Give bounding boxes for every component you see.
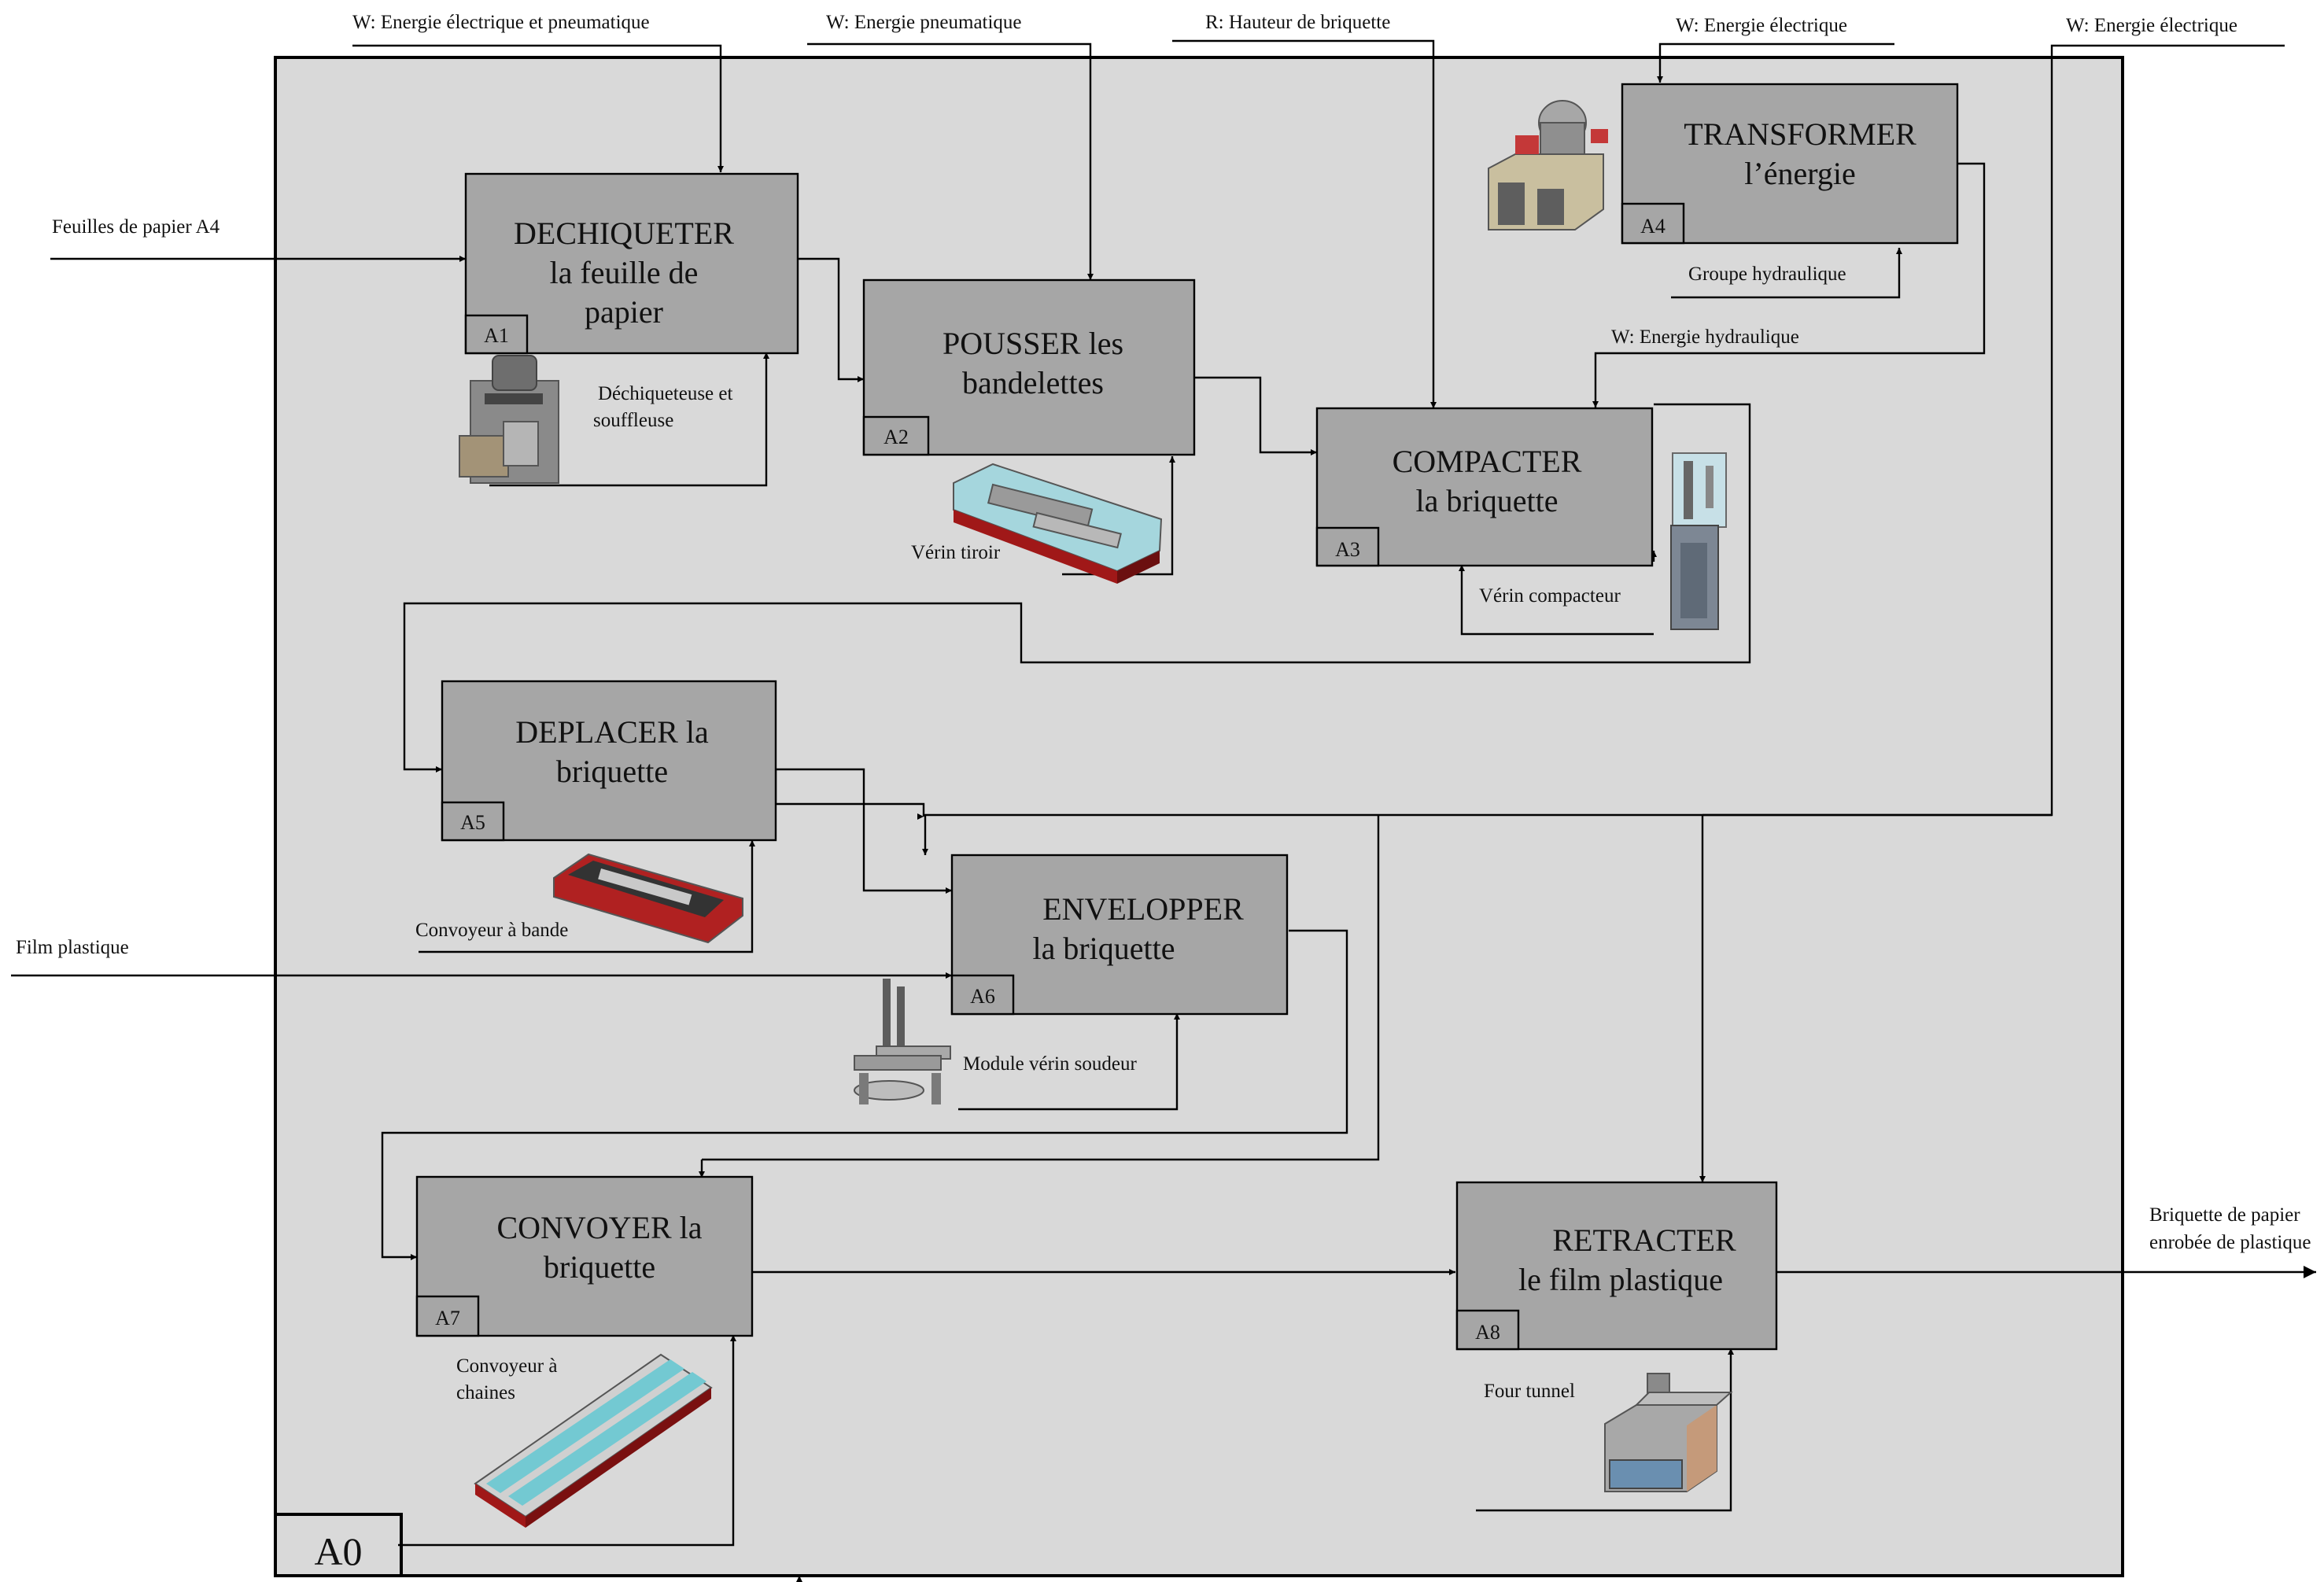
a5-title-line-2: briquette [556, 754, 668, 789]
a4-title-line-2: l’énergie [1744, 156, 1855, 191]
hydraulic-unit-image [1488, 100, 1608, 230]
a8-id: A8 [1475, 1321, 1500, 1344]
a3-mechanism: Vérin compacteur [1479, 585, 1621, 607]
a6-mechanism: Module vérin soudeur [963, 1053, 1137, 1075]
activity-a2: POUSSER les bandelettes A2 Vérin tiroir [862, 278, 1196, 563]
slide-cylinder-image [953, 463, 1163, 584]
control-label-5: W: Energie électrique [2066, 15, 2237, 36]
welding-module-image [854, 979, 951, 1104]
activity-a4: TRANSFORMER l’énergie A4 Groupe hydrauli… [1621, 83, 1959, 285]
a5-title-line-1: DEPLACER la [515, 714, 709, 750]
a6-id: A6 [970, 985, 995, 1008]
a8-mechanism: Four tunnel [1484, 1381, 1575, 1402]
a6-title-line-1: ENVELOPPER [1042, 891, 1244, 927]
context-id: A0 [314, 1529, 362, 1573]
a7-title-line-2: briquette [544, 1249, 655, 1285]
chain-conveyor-image [474, 1353, 713, 1528]
a1-mechanism-line-2: souffleuse [593, 410, 673, 431]
a3-id: A3 [1335, 538, 1360, 561]
a8-title-line-2: le film plastique [1518, 1262, 1723, 1297]
activity-a5: DEPLACER la briquette A5 Convoyeur à ban… [415, 680, 777, 941]
activity-a7: CONVOYER la briquette A7 Convoyeur à cha… [415, 1175, 754, 1403]
a2-title-line-1: POUSSER les [943, 326, 1123, 361]
tunnel-oven-image [1604, 1373, 1733, 1492]
hydraulic-energy-label: W: Energie hydraulique [1611, 326, 1799, 348]
belt-conveyor-image [553, 853, 743, 944]
a1-title-line-1: DECHIQUETER [514, 216, 734, 251]
a7-id: A7 [435, 1307, 460, 1329]
a2-id: A2 [883, 426, 909, 448]
shredder-machine-image [459, 355, 559, 484]
compactor-cylinder-image [1670, 452, 1727, 630]
a1-id: A1 [484, 324, 509, 347]
context-id-box [274, 1513, 403, 1577]
a1-title-line-2: la feuille de [550, 255, 699, 290]
a7-mechanism-line-1: Convoyeur à [456, 1355, 557, 1377]
a7-title-line-1: CONVOYER la [496, 1210, 702, 1245]
input-label-film: Film plastique [16, 937, 129, 958]
a2-title-line-2: bandelettes [962, 365, 1104, 400]
activity-a8: RETRACTER le film plastique A8 Four tunn… [1455, 1181, 1778, 1402]
a3-title-line-2: la briquette [1415, 483, 1558, 518]
a3-title-line-1: COMPACTER [1393, 444, 1582, 479]
output-label-line2: enrobée de plastique [2149, 1232, 2311, 1253]
a6-title-line-2: la briquette [1032, 931, 1175, 966]
a8-title-line-1: RETRACTER [1552, 1222, 1736, 1258]
a1-mechanism-line-1: Déchiqueteuse et [598, 383, 733, 404]
control-label-1: W: Energie électrique et pneumatique [352, 12, 650, 33]
activity-a6: ENVELOPPER la briquette A6 Module vérin … [950, 854, 1289, 1075]
a2-mechanism: Vérin tiroir [911, 542, 1001, 563]
input-label-paper: Feuilles de papier A4 [52, 216, 220, 238]
a7-mechanism-line-2: chaines [456, 1382, 515, 1403]
a1-title-line-3: papier [585, 294, 663, 330]
a5-id: A5 [460, 811, 485, 834]
output-label-line1: Briquette de papier [2149, 1204, 2300, 1226]
control-label-4: W: Energie électrique [1676, 15, 1847, 36]
a5-mechanism: Convoyeur à bande [415, 920, 568, 941]
flow-lines [11, 39, 2316, 1582]
control-label-2: W: Energie pneumatique [826, 12, 1022, 33]
activity-a1: DECHIQUETER la feuille de papier A1 Déch… [464, 172, 799, 431]
control-label-3: R: Hauteur de briquette [1205, 12, 1390, 33]
a4-mechanism: Groupe hydraulique [1688, 264, 1846, 285]
activity-a3: COMPACTER la briquette A3 Vérin compacte… [1315, 407, 1654, 607]
a4-id: A4 [1640, 215, 1666, 238]
a4-title-line-1: TRANSFORMER [1684, 116, 1916, 152]
